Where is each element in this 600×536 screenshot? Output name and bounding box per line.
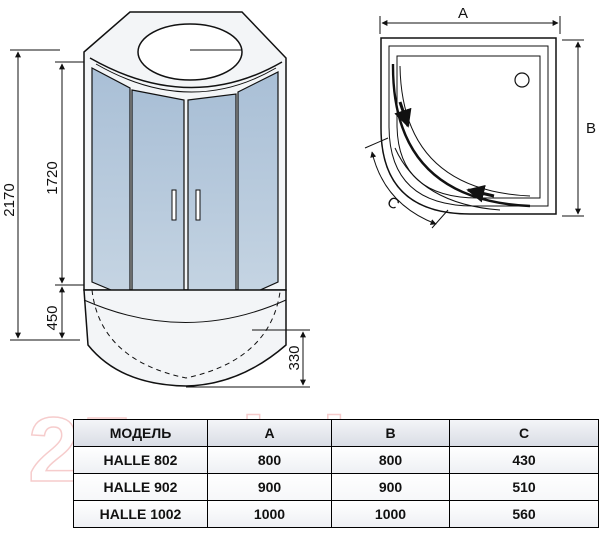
table-row: HALLE 902 900 900 510 (73, 474, 599, 501)
table-row: HALLE 802 800 800 430 (73, 447, 599, 474)
cell-c: 510 (450, 474, 599, 501)
drain-icon (514, 72, 530, 88)
roof-oval (137, 23, 243, 81)
glass-panel-right (237, 71, 279, 301)
dimension-c-label: C (384, 193, 403, 213)
cabin-height-label: 1720 (44, 161, 61, 194)
cell-model: HALLE 902 (73, 474, 208, 501)
cell-b: 900 (332, 474, 450, 501)
cell-a: 800 (208, 447, 332, 474)
dimension-a-label: A (458, 5, 468, 22)
tray-height-label: 450 (44, 305, 61, 330)
door-open-arrow-right (466, 184, 495, 203)
header-model: МОДЕЛЬ (73, 419, 208, 447)
dimension-cabin-height: 1720 (44, 61, 85, 284)
shower-tray (83, 289, 287, 387)
door-handle-left (171, 189, 177, 221)
dimension-tray-depth: 330 (186, 329, 310, 388)
cell-model: HALLE 1002 (73, 501, 208, 528)
cell-model: HALLE 802 (73, 447, 208, 474)
header-b: B (332, 419, 450, 447)
dimension-tray-height: 450 (44, 284, 85, 339)
total-height-label: 2170 (1, 183, 18, 216)
door-open-arrow-left (394, 101, 412, 128)
door-handle-right (195, 189, 201, 221)
cell-b: 1000 (332, 501, 450, 528)
dimension-total-height: 2170 (1, 49, 80, 341)
front-view: 2170 1720 450 (1, 11, 310, 388)
cell-a: 900 (208, 474, 332, 501)
cell-b: 800 (332, 447, 450, 474)
dimension-b-label: B (586, 120, 596, 137)
header-a: A (208, 419, 332, 447)
spec-table: МОДЕЛЬ A B C HALLE 802 800 800 430 HALLE… (73, 419, 599, 528)
cell-c: 560 (450, 501, 599, 528)
cell-a: 1000 (208, 501, 332, 528)
table-row: HALLE 1002 1000 1000 560 (73, 501, 599, 528)
tray-depth-label: 330 (286, 345, 303, 370)
cell-c: 430 (450, 447, 599, 474)
table-header-row: МОДЕЛЬ A B C (73, 419, 599, 447)
glass-door-right (187, 93, 237, 307)
plan-view: A B C (364, 5, 596, 229)
header-c: C (450, 419, 599, 447)
glass-panel-left (91, 67, 131, 299)
